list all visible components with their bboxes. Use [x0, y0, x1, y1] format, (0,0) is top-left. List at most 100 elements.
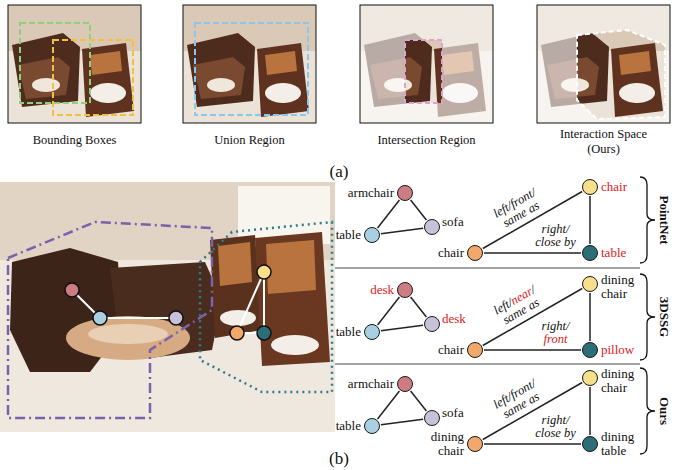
object-dot: [93, 311, 107, 325]
chair-cushion: [90, 83, 126, 103]
relation-edge: [381, 228, 423, 234]
object-node: desk: [424, 316, 440, 332]
chair-shape: [210, 235, 262, 338]
object-label: table: [336, 325, 361, 339]
text-line: dining: [431, 430, 464, 444]
object-node: chair: [467, 342, 483, 358]
object-node: chair: [467, 245, 483, 261]
relation-line: [263, 272, 265, 333]
row-bracket: [640, 368, 655, 454]
object-label: pillow: [601, 343, 634, 357]
panel-caption: Interaction Space (Ours): [549, 127, 659, 156]
bounding-box: [20, 23, 90, 103]
object-label: dining chair: [431, 430, 464, 458]
relation-label: right/ close by: [535, 414, 576, 440]
chair-cushion: [271, 335, 319, 355]
text-run: table: [336, 227, 361, 242]
panel-border: [537, 5, 670, 123]
text-run: right/: [542, 222, 570, 236]
chair-back: [266, 240, 316, 294]
object-dot: [230, 326, 244, 340]
text-line: chair: [601, 287, 634, 301]
text-run: chair: [438, 342, 464, 357]
text-run: right/: [542, 319, 570, 333]
relation-edge: [589, 196, 591, 244]
object-dot: [257, 326, 271, 340]
interaction-region: [200, 222, 332, 392]
panel-border: [360, 5, 493, 123]
chair-cushion: [220, 310, 256, 326]
text-line: dining: [601, 273, 634, 287]
relation-edge: [378, 297, 400, 325]
object-node: dining chair: [582, 276, 598, 292]
object-node: table: [582, 245, 598, 261]
object-label: chair: [438, 246, 464, 260]
relation-edge: [483, 288, 582, 345]
text-run: desk: [442, 311, 466, 326]
row-bracket: [640, 177, 655, 263]
object-node: pillow: [582, 342, 598, 358]
relation-edge: [378, 200, 400, 228]
object-label: sofa: [442, 215, 464, 229]
armchair-cushion: [32, 78, 60, 92]
relation-edge: [411, 297, 427, 317]
row-method-label: 3DSSG: [657, 297, 672, 337]
panel-caption: Bounding Boxes: [33, 133, 117, 148]
room-ground: [8, 5, 141, 123]
object-label: desk: [370, 283, 394, 297]
chair-shape: [257, 43, 309, 117]
relation-label: right/ front: [542, 320, 570, 346]
armchair-shape: [187, 33, 255, 107]
object-node: sofa: [424, 219, 440, 235]
object-node: dining table: [582, 436, 598, 452]
text-run: table: [601, 443, 626, 458]
text-run: chair: [438, 245, 464, 260]
image-panel: [537, 5, 670, 123]
union-box: [195, 23, 308, 115]
object-label: chair: [438, 343, 464, 357]
relation-edge: [589, 293, 591, 341]
text-run: chair: [601, 380, 627, 395]
armchair-seat: [18, 57, 70, 99]
text-run: dining: [601, 429, 634, 444]
text-run: close by: [535, 235, 576, 249]
chair-back: [265, 51, 297, 75]
room-ground: [183, 5, 316, 123]
relation-edge: [411, 200, 427, 220]
relation-label: left/front/ same as: [492, 186, 546, 232]
relation-edge: [484, 349, 581, 351]
text-line: right/: [535, 414, 576, 427]
text-run: chair: [601, 179, 627, 194]
text-run: dining: [601, 366, 634, 381]
chair-shape: [611, 43, 663, 117]
text-line: dining: [601, 367, 634, 381]
object-label: table: [601, 246, 626, 260]
text-run: dining: [601, 272, 634, 287]
interaction-space: [577, 30, 665, 119]
relation-edge: [378, 391, 400, 419]
text-run: close by: [535, 426, 576, 440]
object-label: dining chair: [601, 367, 634, 395]
object-label: chair: [601, 180, 627, 194]
scene-ground: [0, 182, 335, 432]
object-label: dining chair: [601, 273, 634, 301]
text-line: table: [601, 444, 634, 458]
text-run: table: [336, 324, 361, 339]
relation-edge: [484, 252, 581, 254]
bounding-box: [53, 40, 133, 115]
chair-back: [218, 242, 252, 286]
object-label: table: [336, 419, 361, 433]
table-top: [88, 324, 168, 344]
relation-line: [237, 272, 264, 333]
relation-edge: [381, 419, 423, 425]
subfigure-label: (b): [329, 449, 349, 468]
object-node: dining chair: [467, 436, 483, 452]
text-line: front: [542, 333, 570, 346]
relation-label: right/ close by: [535, 223, 576, 249]
scene-image: [0, 182, 335, 432]
chair-back: [619, 51, 651, 75]
subfigure-label: (a): [330, 162, 349, 181]
object-label: dining table: [601, 430, 634, 458]
text-line: chair: [431, 444, 464, 458]
